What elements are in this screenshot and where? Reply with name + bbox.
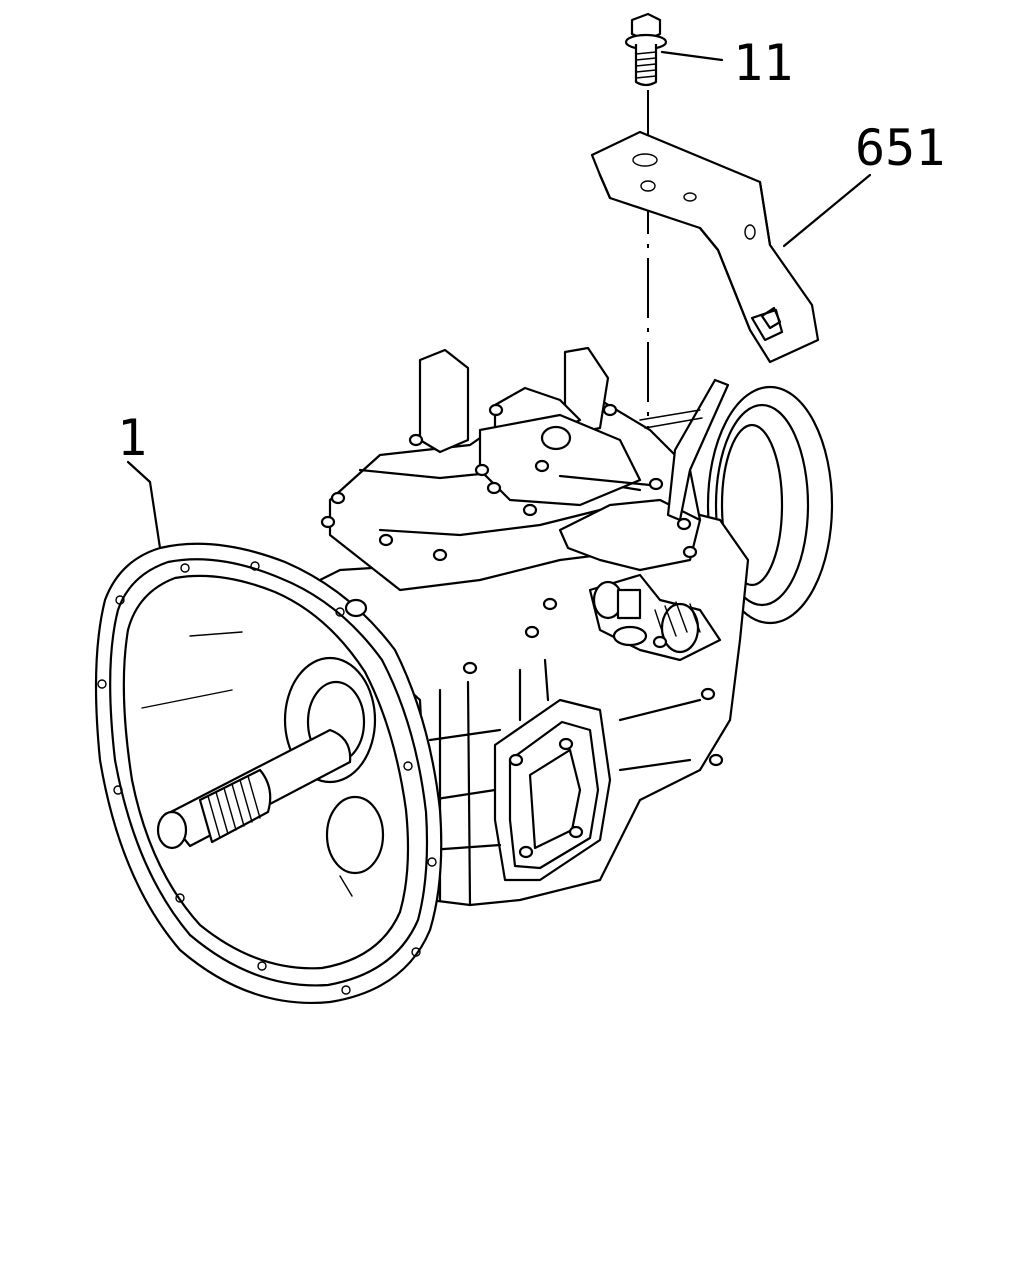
transmission-assembly — [94, 346, 834, 1004]
leader-line-bolt — [660, 50, 724, 62]
callout-bracket: 651 — [855, 119, 945, 177]
bracket-part — [590, 130, 820, 364]
leader-line-transmission — [126, 460, 162, 550]
bolt-part — [624, 12, 668, 87]
callout-bolt: 11 — [733, 34, 793, 92]
leader-line-bracket — [782, 173, 872, 248]
callout-transmission: 1 — [117, 409, 147, 467]
